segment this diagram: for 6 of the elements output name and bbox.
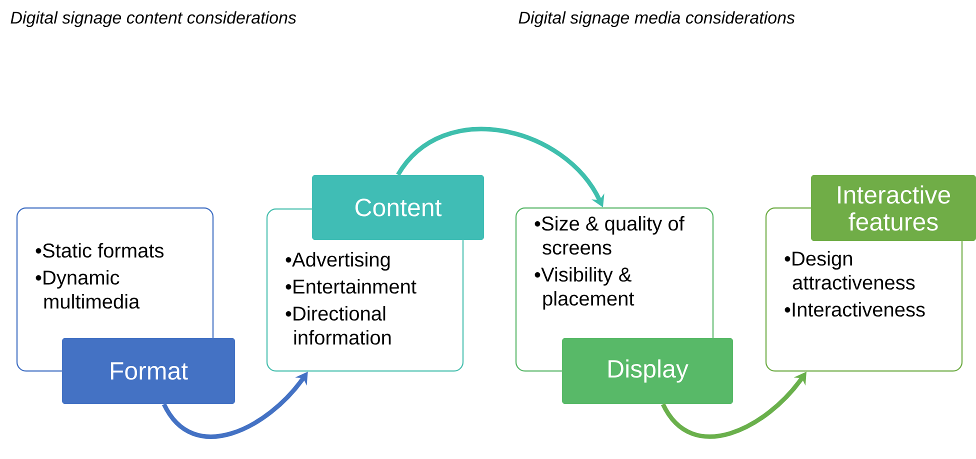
title-box: Format (62, 338, 235, 404)
title-box: Interactive features (811, 175, 976, 241)
heading: Digital signage media considerations (518, 11, 795, 28)
title-box: Content (312, 175, 484, 240)
title-box: Display (562, 338, 733, 404)
heading: Digital signage content considerations (10, 11, 296, 28)
